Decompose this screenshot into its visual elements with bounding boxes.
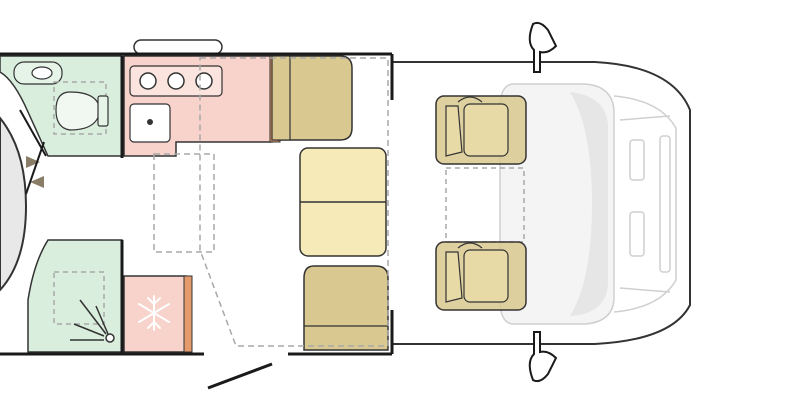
- cab-body: [392, 61, 691, 345]
- rear-bench: [271, 55, 353, 141]
- door-arrow-icon: [26, 156, 44, 188]
- toilet-icon: [55, 91, 109, 131]
- dinette-table: [299, 147, 387, 257]
- front-bench: [303, 265, 389, 351]
- cab: [392, 21, 691, 383]
- dash-vent-3: [659, 135, 671, 273]
- walls: [0, 52, 394, 356]
- dashed-outlines: [153, 57, 389, 347]
- bathroom-door: [25, 141, 45, 195]
- side-mirror-icon: [528, 331, 558, 383]
- dash-vent-1: [629, 139, 645, 181]
- side-mirror-icon: [528, 21, 558, 73]
- entrance-door: [207, 362, 273, 390]
- dashboard: [613, 95, 677, 313]
- kitchen-window: [133, 39, 223, 55]
- hood-line: [619, 115, 671, 293]
- windscreen-shade: [570, 92, 608, 316]
- sink-icon: [13, 61, 63, 85]
- shower: [27, 239, 123, 353]
- dash-vent-2: [629, 211, 645, 257]
- passenger-seat: [435, 241, 527, 311]
- kitchen-sink-icon: [129, 103, 171, 143]
- driver-seat: [435, 95, 527, 165]
- shower-drain-icon: [70, 299, 115, 343]
- hob-icon: [129, 65, 223, 97]
- snowflake-icon: [138, 295, 170, 331]
- shower-tray-icon: [53, 271, 105, 325]
- bathroom-toilet: [0, 55, 123, 157]
- fridge: [123, 275, 193, 353]
- rear-bed: [0, 116, 28, 292]
